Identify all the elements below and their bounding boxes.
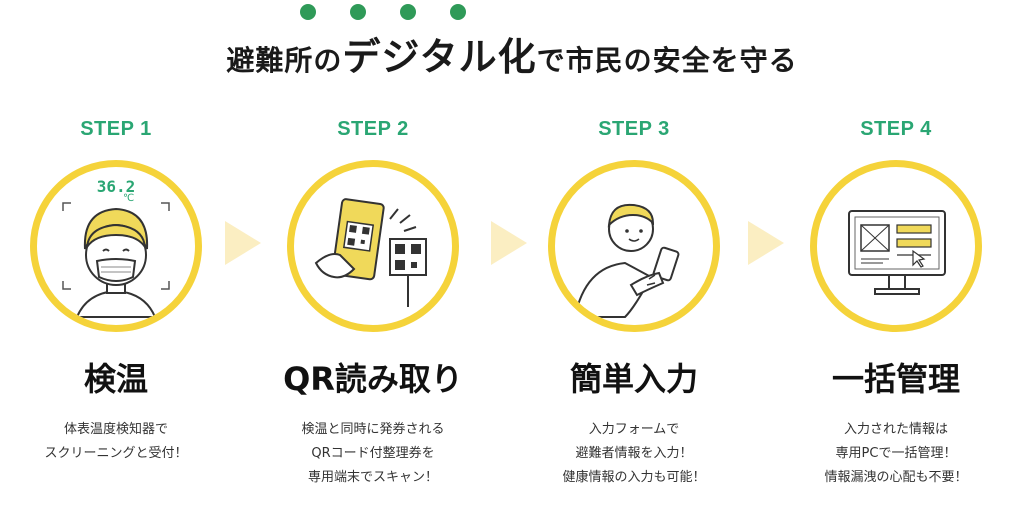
- step-description-line: 体表温度検知器で: [63, 422, 168, 437]
- step-description: 入力された情報は 専用PCで一括管理！ 情報漏洩の心配も不要！: [796, 418, 996, 490]
- step-description-line: 入力された情報は: [843, 422, 948, 437]
- step-label: STEP 4: [860, 118, 932, 140]
- step-label: STEP 1: [80, 118, 152, 140]
- step-title: 簡単入力: [569, 360, 698, 398]
- qr-code-scan-icon: [314, 198, 427, 307]
- step-3-illustration: [548, 160, 720, 332]
- step-description-line: スクリーニングと受付！: [44, 446, 188, 461]
- face-temperature-scan-icon: [62, 202, 170, 318]
- title-emphasis: デジタル化: [342, 35, 537, 79]
- step-arrow-icon: [748, 221, 784, 265]
- emphasis-dot: [350, 4, 366, 20]
- step-1: STEP 1 36.2 ℃ 検温 体表温度検知: [16, 118, 216, 466]
- step-description: 体表温度検知器で スクリーニングと受付！: [16, 418, 216, 466]
- step-title: QR読み取り: [283, 360, 463, 398]
- step-description-line: 専用端末でスキャン！: [307, 470, 438, 485]
- step-description-line: 避難者情報を入力！: [575, 446, 693, 461]
- step-title: 検温: [83, 360, 148, 398]
- step-description-line: 健康情報の入力も可能！: [562, 470, 706, 485]
- emphasis-dot: [300, 4, 316, 20]
- title-part-1: 避難所の: [226, 44, 343, 77]
- step-description-line: 専用PCで一括管理！: [835, 446, 957, 461]
- emphasis-dot: [400, 4, 416, 20]
- step-description: 検温と同時に発券される QRコード付整理券を 専用端末でスキャン！: [273, 418, 473, 490]
- temperature-unit: ℃: [123, 193, 135, 204]
- step-label: STEP 3: [598, 118, 670, 140]
- monitor-dashboard-icon: [848, 210, 946, 295]
- smartphone-input-icon: [573, 203, 680, 318]
- step-label: STEP 2: [337, 118, 409, 140]
- step-4-illustration: [810, 160, 982, 332]
- title-emphasis-dots: [300, 4, 470, 22]
- step-description-line: 入力フォームで: [588, 422, 680, 437]
- step-description-line: QRコード付整理券を: [311, 446, 435, 461]
- step-3: STEP 3 簡単入力 入力フォームで 避難者情報を入力！ 健康情報の入力も可能…: [534, 118, 734, 490]
- page-title: 避難所のデジタル化で市民の安全を守る: [0, 26, 1024, 81]
- step-arrow-icon: [491, 221, 527, 265]
- step-arrow-icon: [225, 221, 261, 265]
- step-description-line: 検温と同時に発券される: [301, 422, 445, 437]
- title-part-2: で市民の安全を守る: [536, 44, 798, 77]
- step-4: STEP 4 一括管理 入力された情報は 専用PCで一括管理！ 情報漏洩の心配も…: [796, 118, 996, 490]
- emphasis-dot: [450, 4, 466, 20]
- step-2-illustration: [287, 160, 459, 332]
- step-2: STEP 2 QR読み取り 検温と同時に発券される QRコード付整理券を 専用端…: [273, 118, 473, 490]
- step-title: 一括管理: [831, 360, 960, 398]
- step-description-line: 情報漏洩の心配も不要！: [824, 470, 968, 485]
- temperature-readout: 36.2: [96, 177, 136, 196]
- step-1-illustration: 36.2 ℃: [30, 160, 202, 332]
- step-description: 入力フォームで 避難者情報を入力！ 健康情報の入力も可能！: [534, 418, 734, 490]
